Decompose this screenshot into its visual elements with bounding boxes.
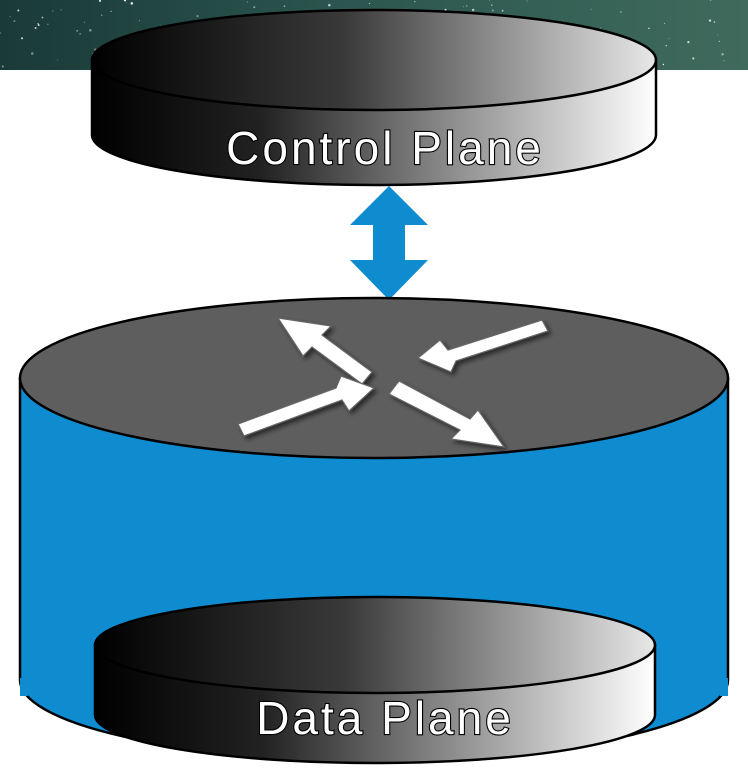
star <box>34 26 37 30</box>
router-arrows-icon <box>237 317 549 448</box>
star <box>620 11 622 13</box>
star <box>463 6 464 8</box>
star <box>1 65 4 68</box>
star <box>662 63 665 66</box>
star <box>89 28 92 32</box>
star <box>328 3 331 7</box>
star <box>98 0 102 2</box>
star <box>0 32 1 34</box>
star <box>489 0 490 1</box>
control-plane-disk <box>90 8 658 187</box>
star <box>444 8 447 11</box>
star <box>52 10 54 12</box>
star <box>17 9 20 12</box>
star <box>709 0 712 1</box>
star <box>713 21 716 23</box>
star <box>110 10 112 13</box>
star <box>57 59 59 61</box>
star <box>687 40 690 44</box>
star <box>83 21 85 23</box>
star <box>37 23 39 25</box>
star <box>721 53 724 56</box>
star <box>37 24 40 26</box>
star <box>590 8 592 10</box>
star <box>76 29 79 32</box>
star <box>60 9 62 11</box>
star <box>253 6 256 9</box>
arrow-up-right-icon <box>237 375 376 437</box>
star <box>100 14 103 17</box>
star <box>663 22 666 25</box>
star <box>125 2 127 3</box>
star <box>9 16 11 18</box>
star <box>717 34 719 36</box>
star <box>723 60 725 62</box>
star <box>491 9 494 12</box>
double-arrow-vertical-icon <box>350 186 428 300</box>
star <box>246 1 248 3</box>
star <box>283 5 286 8</box>
star <box>648 27 650 29</box>
star <box>41 16 44 19</box>
arrow-up-left-icon <box>276 317 373 385</box>
star <box>138 20 140 22</box>
star <box>471 8 475 12</box>
data-plane-label: Data Plane <box>256 692 514 744</box>
star <box>368 2 371 5</box>
arrow-down-left-icon <box>416 319 549 373</box>
control-plane-label: Control Plane <box>226 122 544 174</box>
star <box>665 44 667 47</box>
star <box>196 15 199 18</box>
star <box>526 0 528 2</box>
star <box>501 9 504 12</box>
star <box>599 27 601 29</box>
star <box>123 0 127 2</box>
star <box>466 5 468 7</box>
data-plane-disk <box>20 595 728 765</box>
arrow-down-right-icon <box>388 380 506 448</box>
star <box>20 37 24 40</box>
star <box>130 2 134 5</box>
star <box>31 52 34 55</box>
star <box>708 19 712 22</box>
star <box>668 38 670 40</box>
star <box>718 40 720 43</box>
star <box>414 0 416 3</box>
star <box>79 33 81 35</box>
star <box>490 4 493 7</box>
star <box>692 57 695 60</box>
star <box>13 20 16 23</box>
star <box>47 23 49 25</box>
